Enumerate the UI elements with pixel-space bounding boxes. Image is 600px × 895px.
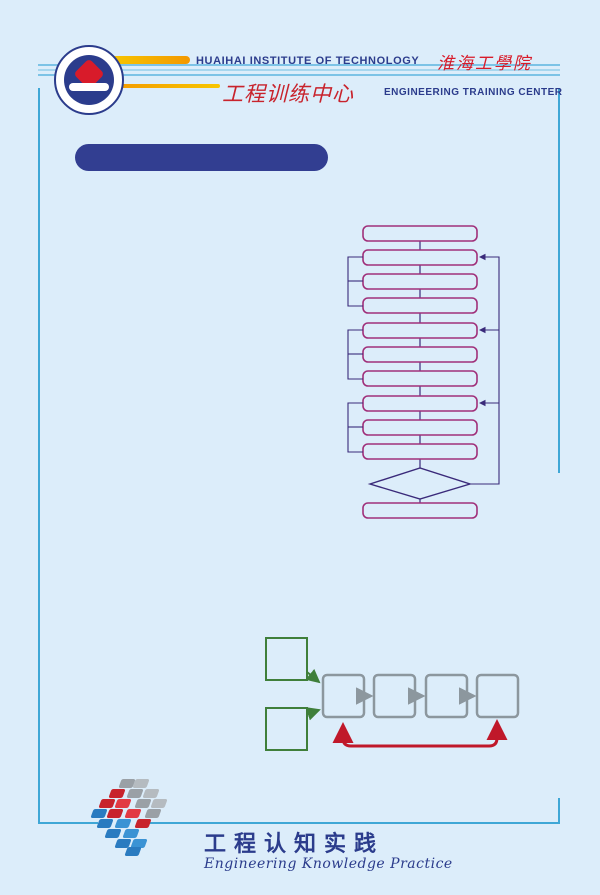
flow-step-9 <box>362 419 478 436</box>
flow-step-2 <box>362 249 478 266</box>
center-name-en: ENGINEERING TRAINING CENTER <box>384 87 563 98</box>
process-box-2 <box>372 673 417 719</box>
input-box-1 <box>265 637 308 681</box>
flow-decision <box>367 467 473 500</box>
flow-step-7 <box>362 370 478 387</box>
header-swoosh-lower <box>110 84 220 88</box>
cube-logo-icon <box>88 775 170 857</box>
header-swoosh <box>110 56 190 64</box>
footer-title-en: Engineering Knowledge Practice <box>204 856 453 872</box>
flow-step-8 <box>362 395 478 412</box>
flow-step-10 <box>362 443 478 460</box>
footer-title-cn: 工程认知实践 <box>204 832 385 857</box>
section-title-bar <box>75 144 328 171</box>
flow-step-1 <box>362 225 478 242</box>
process-box-1 <box>321 673 366 719</box>
center-name-cn: 工程训练中心 <box>222 82 354 106</box>
flowchart-horizontal <box>265 637 520 751</box>
flow-step-5 <box>362 322 478 339</box>
process-box-4 <box>475 673 520 719</box>
process-box-3 <box>424 673 469 719</box>
header-stripes <box>38 64 560 78</box>
flow-step-end <box>362 502 478 519</box>
page-frame <box>38 88 560 824</box>
flow-step-4 <box>362 297 478 314</box>
flow-step-3 <box>362 273 478 290</box>
input-box-2 <box>265 707 308 751</box>
school-emblem-icon <box>54 45 124 115</box>
institute-name-cn: 淮海工學院 <box>437 54 532 74</box>
institute-name-en: HUAIHAI INSTITUTE OF TECHNOLOGY <box>196 55 420 67</box>
flow-step-6 <box>362 346 478 363</box>
flowchart-vertical <box>347 225 500 519</box>
